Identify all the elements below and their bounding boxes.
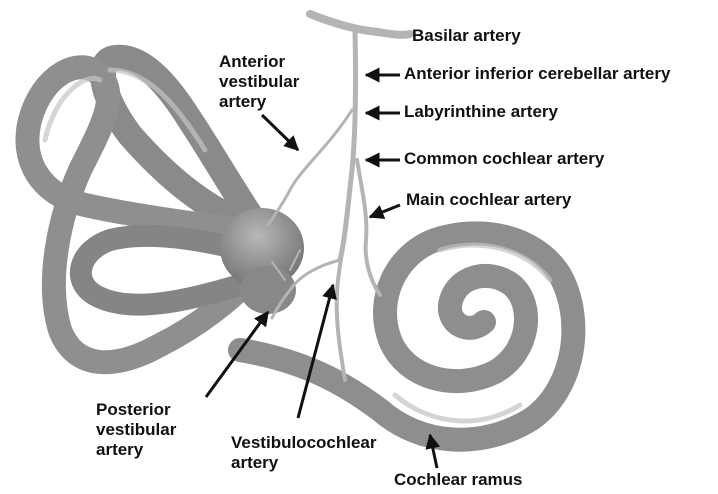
vestibulocochlear-arrow — [298, 285, 333, 418]
anterior-vestibular-artery-vessel — [268, 110, 352, 225]
label-basilar-artery: Basilar artery — [412, 26, 521, 46]
label-common-cochlear-artery: Common cochlear artery — [404, 149, 604, 169]
label-anterior-inferior-cerebellar-artery: Anterior inferior cerebellar artery — [404, 64, 670, 84]
label-cochlear-ramus: Cochlear ramus — [394, 470, 523, 490]
label-main-cochlear-artery: Main cochlear artery — [406, 190, 571, 210]
anterior-vestibular-arrow — [262, 115, 298, 150]
basilar-artery-vessel — [310, 14, 410, 35]
label-labyrinthine-artery: Labyrinthine artery — [404, 102, 558, 122]
main-cochlear-artery-vessel — [357, 160, 380, 295]
label-vestibulocochlear-artery: Vestibulocochlear artery — [231, 433, 377, 473]
labyrinthine-artery-vessel — [340, 30, 356, 260]
common-cochlear-artery-vessel — [337, 170, 352, 380]
main-cochlear-arrow — [370, 205, 400, 217]
label-anterior-vestibular-artery: Anterior vestibular artery — [219, 52, 299, 112]
label-posterior-vestibular-artery: Posterior vestibular artery — [96, 400, 176, 460]
